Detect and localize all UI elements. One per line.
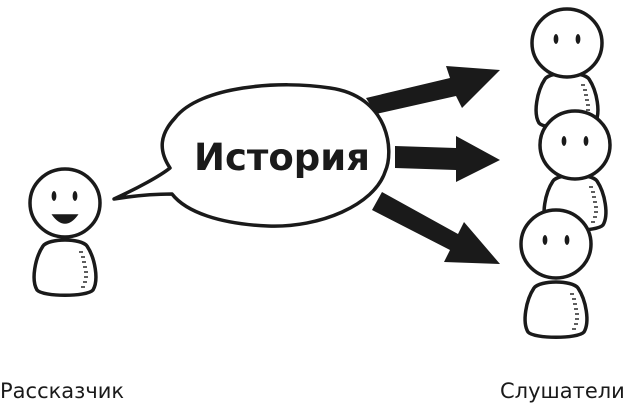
narrator-label: Рассказчик xyxy=(0,379,125,403)
narrator-figure xyxy=(28,167,102,297)
narrator-smile xyxy=(51,214,79,224)
speech-bubble: История xyxy=(112,83,391,228)
listener-figure-top xyxy=(530,7,604,130)
arrow-to-listener-top xyxy=(366,66,500,114)
arrows xyxy=(366,66,500,264)
listener-figure-bottom xyxy=(519,208,593,339)
narrator-right-eye xyxy=(72,191,78,201)
arrow-to-listener-bottom xyxy=(372,192,500,264)
listener-figure-middle xyxy=(538,109,612,232)
arrow-to-listener-middle xyxy=(395,136,500,182)
listeners-label: Слушатели xyxy=(500,379,625,403)
narrator-left-eye xyxy=(51,191,57,201)
bubble-text: История xyxy=(194,136,370,179)
